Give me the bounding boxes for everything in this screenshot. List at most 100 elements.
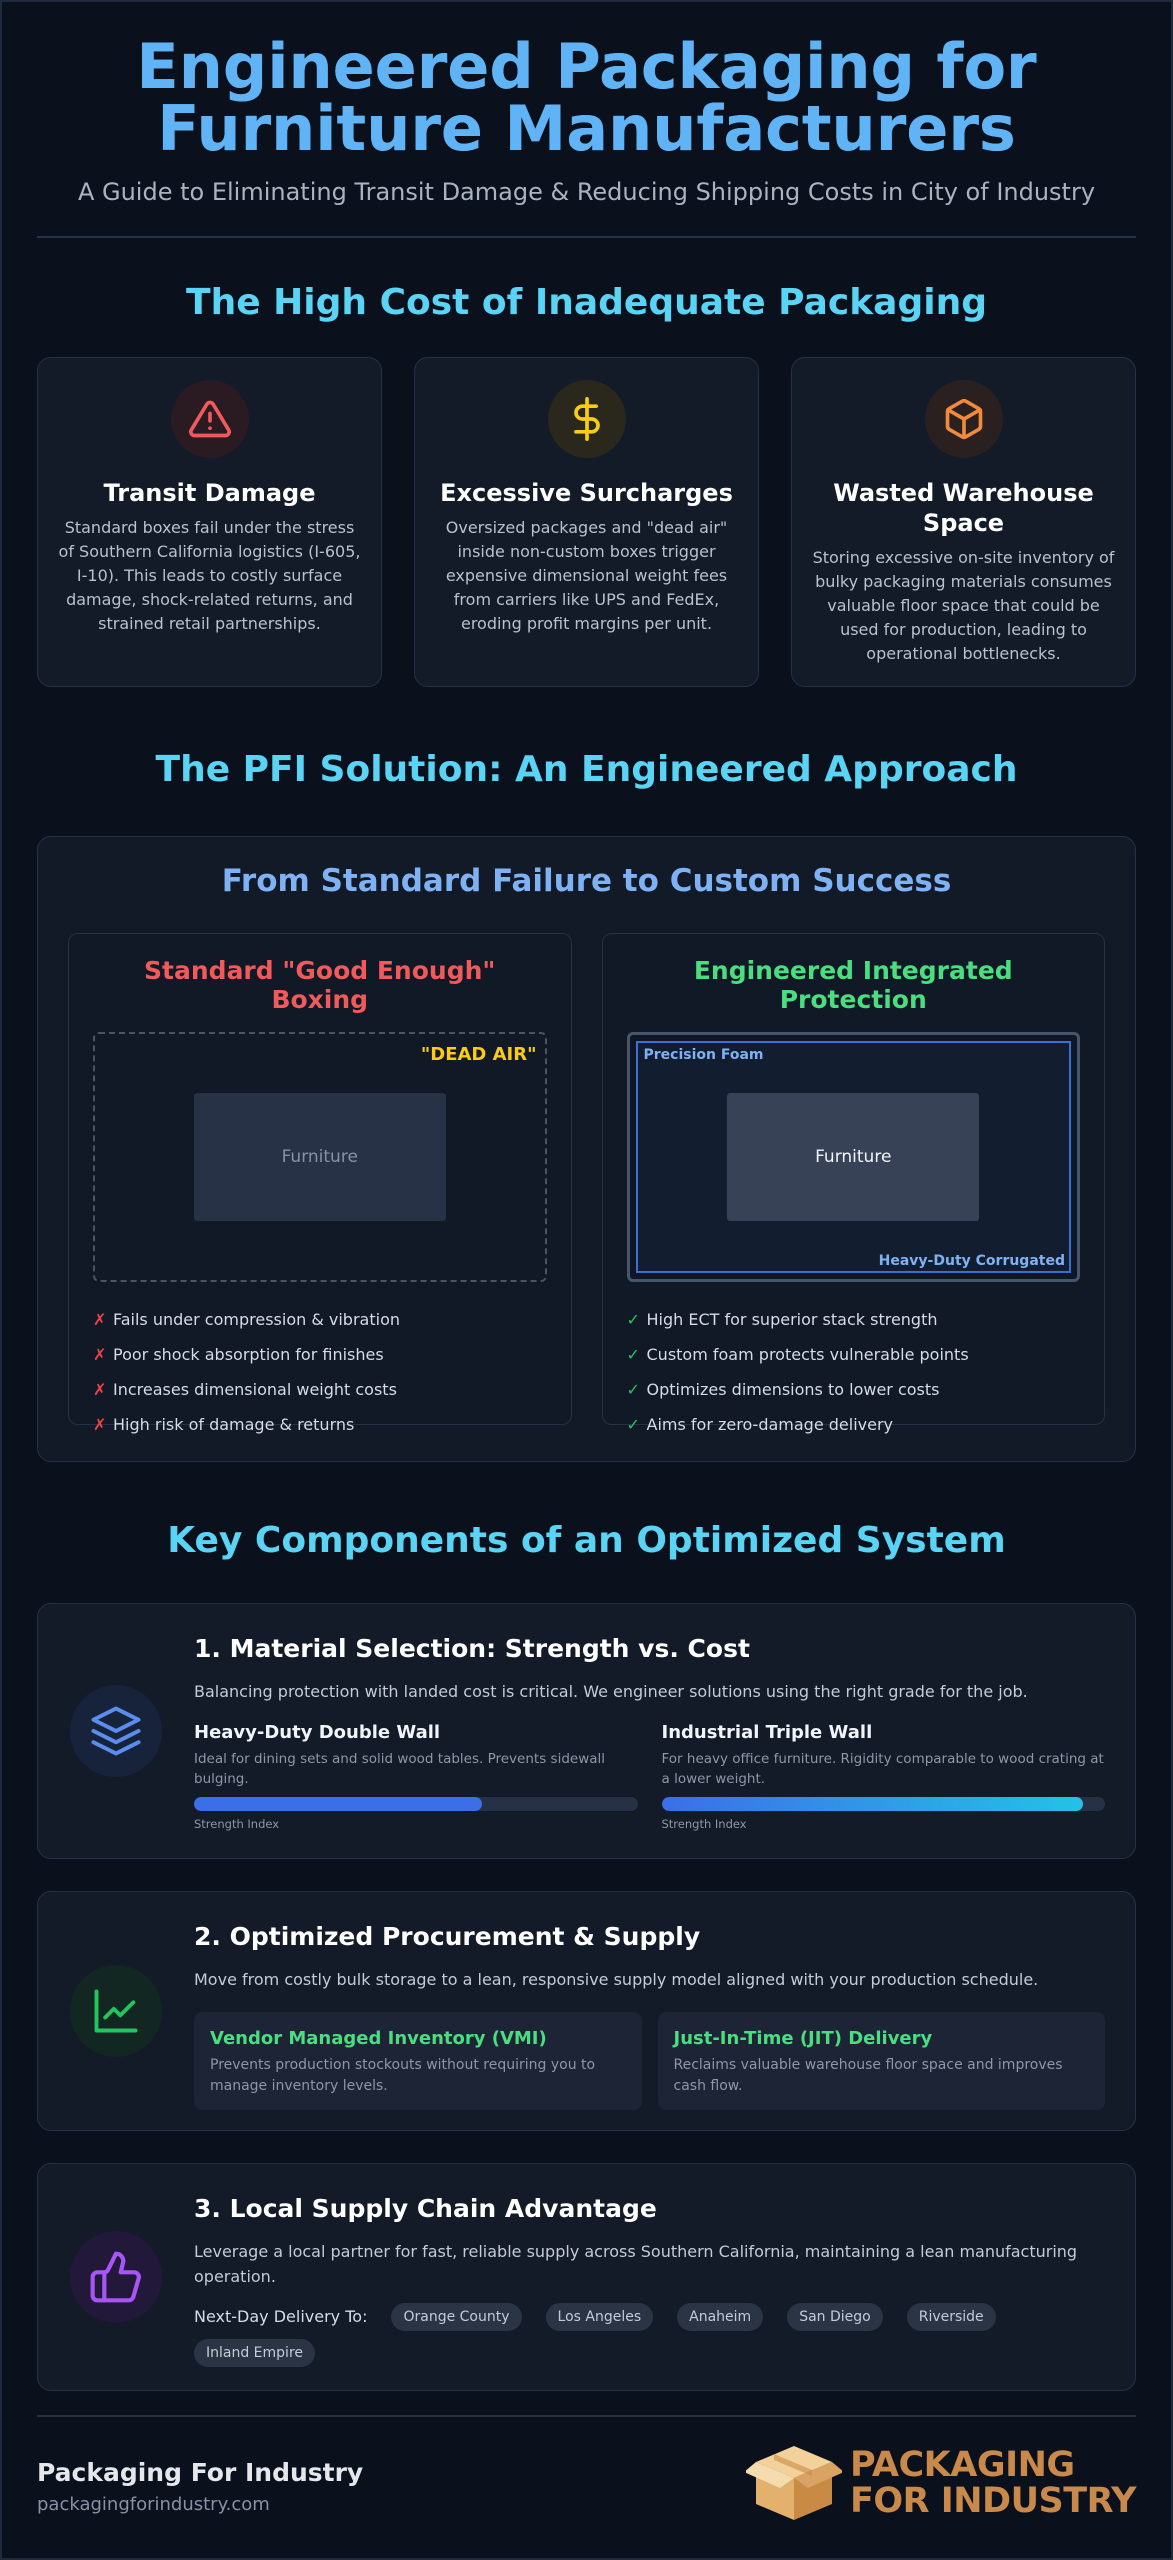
- standard-boxing-panel: Standard "Good Enough" Boxing "DEAD AIR"…: [68, 933, 572, 1434]
- solution-section-title: The PFI Solution: An Engineered Approach: [155, 749, 1018, 790]
- page-title-line2: Furniture Manufacturers: [157, 92, 1016, 165]
- x-mark-icon: ✗: [93, 1345, 107, 1364]
- strength-bar-label: Strength Index: [194, 1817, 280, 1831]
- logo-wordmark: PACKAGING FOR INDUSTRY: [849, 2445, 1137, 2519]
- feature-text: High risk of damage & returns: [113, 1415, 355, 1434]
- strength-bar: [194, 1797, 638, 1811]
- cost-card-transit-damage: Transit Damage Standard boxes fail under…: [37, 357, 382, 687]
- cube-box-icon: [924, 380, 1003, 458]
- list-item: ✗ Fails under compression & vibration: [93, 1302, 547, 1337]
- feature-text: Optimizes dimensions to lower costs: [646, 1380, 940, 1399]
- material-options: Heavy-Duty Double Wall Ideal for dining …: [194, 1722, 1105, 1831]
- dollar-sign-icon: [547, 380, 626, 458]
- comparison-title: From Standard Failure to Custom Success: [221, 863, 952, 899]
- x-mark-icon: ✗: [93, 1415, 107, 1434]
- furniture-block: Furniture: [193, 1093, 446, 1221]
- region-chip: Inland Empire: [194, 2339, 316, 2367]
- check-mark-icon: ✓: [626, 1380, 640, 1399]
- layers-icon: [70, 1685, 162, 1777]
- material-triple-wall: Industrial Triple Wall For heavy office …: [661, 1722, 1105, 1831]
- local-supply-desc: Leverage a local partner for fast, relia…: [194, 2242, 1078, 2286]
- comparison-panels: Standard "Good Enough" Boxing "DEAD AIR"…: [68, 933, 1105, 1434]
- jit-option: Just-In-Time (JIT) Delivery Reclaims val…: [657, 2012, 1105, 2110]
- engineered-feature-list: ✓High ECT for superior stack strength ✓C…: [627, 1302, 1081, 1442]
- material-double-wall: Heavy-Duty Double Wall Ideal for dining …: [194, 1722, 638, 1831]
- list-item: ✗ High risk of damage & returns: [93, 1407, 547, 1442]
- engineered-box-diagram: Precision Foam Furniture Heavy-Duty Corr…: [626, 1032, 1080, 1282]
- box-logo-icon: [745, 2446, 842, 2520]
- option-title: Vendor Managed Inventory (VMI): [210, 2028, 547, 2049]
- cost-cards: Transit Damage Standard boxes fail under…: [37, 357, 1136, 687]
- footer-divider: [37, 2415, 1136, 2417]
- material-selection-desc: Balancing protection with landed cost is…: [194, 1682, 1028, 1701]
- furniture-block: Furniture: [727, 1093, 980, 1221]
- procurement-desc: Move from costly bulk storage to a lean,…: [194, 1970, 1039, 1989]
- engineered-protection-title: Engineered Integrated Protection: [693, 956, 1013, 1014]
- cost-card-text: Storing excessive on-site inventory of b…: [812, 548, 1115, 663]
- material-selection-title: 1. Material Selection: Strength vs. Cost: [194, 1634, 750, 1663]
- cost-card-surcharges: Excessive Surcharges Oversized packages …: [414, 357, 759, 687]
- x-mark-icon: ✗: [93, 1310, 107, 1329]
- feature-text: High ECT for superior stack strength: [646, 1310, 938, 1329]
- engineered-protection-panel: Engineered Integrated Protection Precisi…: [601, 933, 1105, 1434]
- cost-card-text: Oversized packages and "dead air" inside…: [445, 518, 728, 633]
- corrugated-label: Heavy-Duty Corrugated: [878, 1253, 1065, 1269]
- option-text: Prevents production stockouts without re…: [210, 2057, 596, 2094]
- region-chip: Los Angeles: [545, 2303, 654, 2331]
- solution-comparison: From Standard Failure to Custom Success …: [37, 836, 1136, 1462]
- strength-bar: [661, 1797, 1105, 1811]
- check-mark-icon: ✓: [626, 1345, 640, 1364]
- trend-chart-icon: [70, 1965, 162, 2057]
- footer-company-name: Packaging For Industry: [37, 2458, 364, 2487]
- material-text: Ideal for dining sets and solid wood tab…: [194, 1751, 606, 1787]
- dead-air-label: "DEAD AIR": [420, 1044, 537, 1065]
- list-item: ✗ Poor shock absorption for finishes: [93, 1337, 547, 1372]
- cost-card-warehouse-space: Wasted Warehouse Space Storing excessive…: [791, 357, 1136, 687]
- cost-card-title: Excessive Surcharges: [440, 479, 733, 507]
- strength-bar-fill: [661, 1797, 1083, 1811]
- costs-section-title: The High Cost of Inadequate Packaging: [186, 282, 987, 323]
- list-item: ✓ Optimizes dimensions to lower costs: [627, 1372, 1081, 1407]
- vmi-option: Vendor Managed Inventory (VMI) Prevents …: [194, 2012, 642, 2110]
- region-chip: San Diego: [787, 2303, 883, 2331]
- standard-box-diagram: "DEAD AIR" Furniture: [93, 1032, 547, 1282]
- strength-bar-fill: [194, 1797, 483, 1811]
- procurement-options: Vendor Managed Inventory (VMI) Prevents …: [194, 2012, 1105, 2110]
- page-title: Engineered Packaging for Furniture Manuf…: [37, 36, 1136, 160]
- region-chip: Riverside: [906, 2303, 996, 2331]
- logo-line1: PACKAGING: [849, 2445, 1075, 2485]
- components-section-title: Key Components of an Optimized System: [167, 1520, 1006, 1561]
- local-supply-card: 3. Local Supply Chain Advantage Leverage…: [37, 2163, 1136, 2391]
- check-mark-icon: ✓: [626, 1415, 640, 1434]
- procurement-card: 2. Optimized Procurement & Supply Move f…: [37, 1891, 1136, 2131]
- page-subtitle: A Guide to Eliminating Transit Damage & …: [77, 178, 1096, 206]
- local-supply-title: 3. Local Supply Chain Advantage: [194, 2194, 657, 2223]
- feature-text: Fails under compression & vibration: [113, 1310, 400, 1329]
- list-item: ✓High ECT for superior stack strength: [627, 1302, 1081, 1337]
- delivery-label: Next-Day Delivery To:: [194, 2307, 368, 2326]
- header-divider: [37, 236, 1136, 238]
- material-text: For heavy office furniture. Rigidity com…: [661, 1751, 1104, 1787]
- material-title: Heavy-Duty Double Wall: [194, 1722, 441, 1743]
- material-selection-card: 1. Material Selection: Strength vs. Cost…: [37, 1603, 1136, 1859]
- cost-card-text: Standard boxes fail under the stress of …: [58, 518, 361, 633]
- page-title-line1: Engineered Packaging for: [136, 30, 1037, 103]
- region-chip: Orange County: [391, 2303, 522, 2331]
- list-item: ✓ Aims for zero-damage delivery: [627, 1407, 1081, 1442]
- cost-card-title: Wasted Warehouse Space: [833, 479, 1094, 537]
- procurement-title: 2. Optimized Procurement & Supply: [194, 1922, 701, 1951]
- feature-text: Custom foam protects vulnerable points: [646, 1345, 969, 1364]
- list-item: ✓ Custom foam protects vulnerable points: [627, 1337, 1081, 1372]
- thumbs-up-icon: [70, 2231, 162, 2323]
- x-mark-icon: ✗: [93, 1380, 107, 1399]
- material-title: Industrial Triple Wall: [661, 1722, 873, 1743]
- feature-text: Poor shock absorption for finishes: [113, 1345, 384, 1364]
- option-title: Just-In-Time (JIT) Delivery: [673, 2028, 933, 2049]
- option-text: Reclaims valuable warehouse floor space …: [673, 2057, 1063, 2094]
- foam-layer: Precision Foam Furniture Heavy-Duty Corr…: [635, 1041, 1071, 1273]
- feature-text: Aims for zero-damage delivery: [646, 1415, 894, 1434]
- footer-website-link[interactable]: packagingforindustry.com: [37, 2494, 270, 2515]
- cost-card-title: Transit Damage: [103, 479, 316, 507]
- feature-text: Increases dimensional weight costs: [113, 1380, 397, 1399]
